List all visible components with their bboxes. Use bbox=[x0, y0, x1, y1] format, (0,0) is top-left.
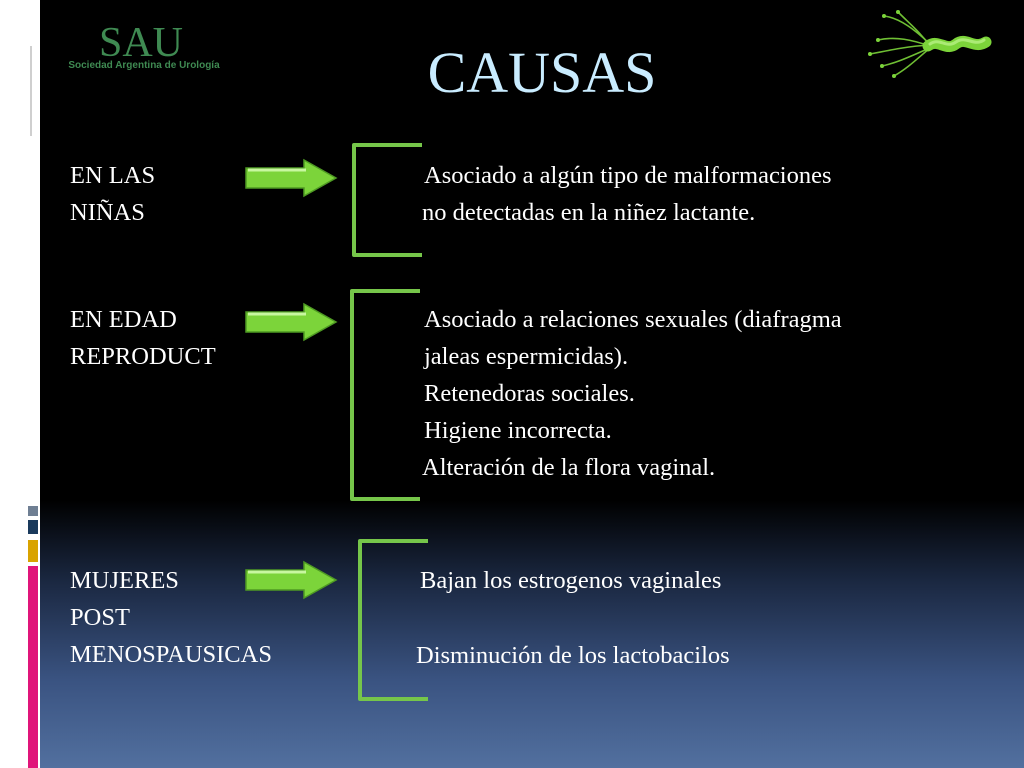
cause-item: Retenedoras sociales. bbox=[424, 380, 635, 407]
bracket-icon bbox=[358, 539, 428, 701]
left-deco-square-grey bbox=[28, 506, 38, 516]
category-label-ninas: EN LAS NIÑAS bbox=[70, 162, 156, 226]
causes-list-ninas: Asociado a algún tipo de malformaciones … bbox=[422, 157, 832, 231]
arrow-icon bbox=[245, 560, 338, 600]
arrow-icon bbox=[245, 302, 338, 342]
left-deco-square-blue bbox=[28, 520, 38, 534]
left-deco-square-yellow bbox=[28, 540, 38, 562]
cause-item: Alteración de la flora vaginal. bbox=[422, 454, 716, 481]
svg-text:SAU: SAU bbox=[99, 20, 183, 62]
cause-item: Asociado a algún tipo de malformaciones bbox=[424, 162, 832, 189]
bacterium-icon bbox=[868, 10, 992, 78]
slide-title: CAUSAS bbox=[427, 40, 657, 105]
causes-list-edad-reproductiva: Asociado a relaciones sexuales (diafragm… bbox=[422, 301, 842, 486]
cause-item: Disminución de los lactobacilos bbox=[416, 642, 730, 669]
cause-item: Bajan los estrogenos vaginales bbox=[420, 567, 722, 594]
bracket-icon bbox=[352, 143, 422, 257]
cause-item: jaleas espermicidas). bbox=[424, 343, 629, 370]
category-label-postmenopausicas: MUJERES POST MENOSPAUSICAS bbox=[70, 567, 272, 668]
sau-logo: SAU Sociedad Argentina de Urología bbox=[44, 16, 244, 80]
cause-item: no detectadas en la niñez lactante. bbox=[422, 199, 756, 226]
cause-item: Asociado a relaciones sexuales (diafragm… bbox=[424, 306, 842, 333]
left-deco-bar-1 bbox=[30, 46, 40, 136]
sau-logo-mark: SAU bbox=[99, 20, 183, 62]
cause-item: Higiene incorrecta. bbox=[424, 417, 612, 444]
arrow-icon bbox=[245, 158, 338, 198]
left-deco-bar-pink bbox=[28, 566, 38, 768]
sau-logo-text: Sociedad Argentina de Urología bbox=[68, 60, 220, 71]
category-label-edad-reproductiva: EN EDAD REPRODUCT bbox=[70, 306, 216, 370]
bracket-icon bbox=[350, 289, 420, 501]
